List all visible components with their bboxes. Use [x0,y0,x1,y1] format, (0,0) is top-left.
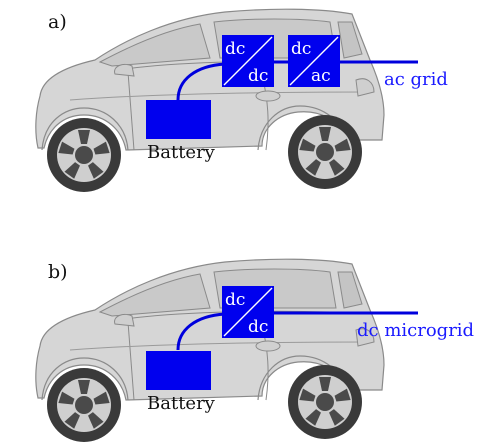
dcdc-input-label-a: dc [225,39,245,59]
battery-block-a [146,100,211,139]
car-illustration-b [35,258,385,442]
battery-label-a: Battery [147,142,216,163]
dcac-converter-a: dc ac [288,35,340,87]
dcdc-output-label-b: dc [248,317,268,337]
front-wheel-a [47,118,121,192]
diagram-a: a) Battery dc dc dc ac ac grid [35,8,448,192]
rear-wheel-a [288,115,362,189]
dcdc-output-label-a: dc [248,66,268,86]
front-wheel-b [47,368,121,442]
ac-grid-label: ac grid [384,69,448,90]
dc-microgrid-label: dc microgrid [357,320,474,341]
diagram-b: b) Battery dc dc dc microgrid [35,258,474,442]
battery-to-dcdc-wire-b [176,312,226,351]
dcac-input-label-a: dc [291,39,311,59]
rear-wheel-b [288,365,362,439]
panel-label-a: a) [48,11,67,33]
battery-block-b [146,351,211,390]
dcdc-input-label-b: dc [225,290,245,310]
battery-label-b: Battery [147,393,216,414]
panel-label-b: b) [48,261,68,283]
dcac-output-label-a: ac [311,66,331,86]
dcdc-converter-b: dc dc [222,286,274,338]
dcdc-converter-a: dc dc [222,35,274,87]
battery-to-dcdc-wire-a [176,62,226,101]
